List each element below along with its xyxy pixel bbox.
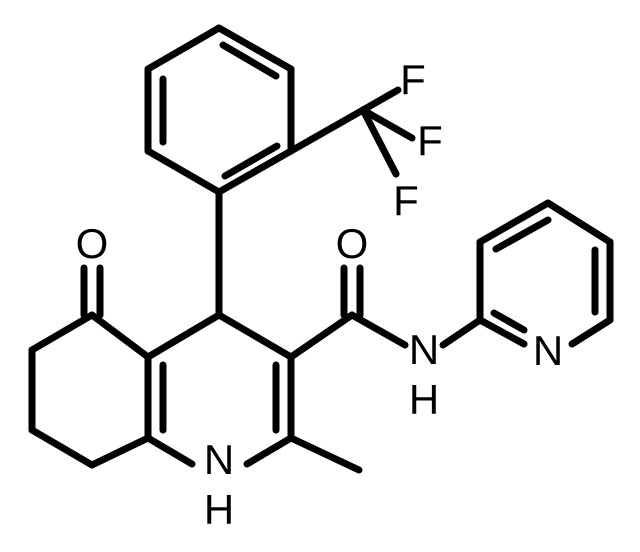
atom-label-fluorine-bottom: F [393, 177, 419, 224]
bond [215, 147, 295, 196]
atom-label-fluorine-middle: F [417, 117, 443, 164]
bond [144, 434, 196, 468]
bond [144, 147, 223, 196]
bond [88, 434, 152, 469]
bond [243, 434, 295, 468]
bond [492, 216, 552, 253]
atom-label-ring-nitrogen: N [204, 436, 234, 483]
atom-label-amide-hydrogen: H [409, 376, 439, 423]
bond [144, 311, 223, 361]
bond [490, 309, 528, 334]
atom-labels: O O N H N H N F F F [76, 56, 564, 533]
bond [287, 106, 367, 155]
bond [359, 106, 400, 178]
atom-label-pyridine-nitrogen: N [533, 327, 563, 374]
bond [88, 311, 152, 361]
bonds [28, 24, 614, 474]
bond [439, 316, 484, 349]
bond [287, 434, 363, 474]
bond [359, 86, 402, 114]
bond [348, 311, 409, 349]
bond [144, 24, 223, 73]
bond [287, 311, 356, 361]
atom-label-amide-nitrogen: N [409, 326, 439, 373]
bond [221, 142, 281, 180]
atom-label-ketone-oxygen: O [76, 220, 109, 267]
bond [544, 199, 614, 246]
bond [476, 199, 552, 246]
bond [215, 24, 295, 73]
bond [28, 311, 96, 354]
bond [476, 316, 528, 348]
atom-label-ring-hydrogen: H [204, 486, 234, 533]
bond [568, 316, 614, 348]
atom-label-fluorine-top: F [400, 56, 426, 103]
bond [28, 426, 96, 469]
atom-label-amide-oxygen: O [336, 220, 369, 267]
bond [215, 311, 295, 361]
bond [219, 41, 280, 80]
bond [359, 106, 416, 142]
